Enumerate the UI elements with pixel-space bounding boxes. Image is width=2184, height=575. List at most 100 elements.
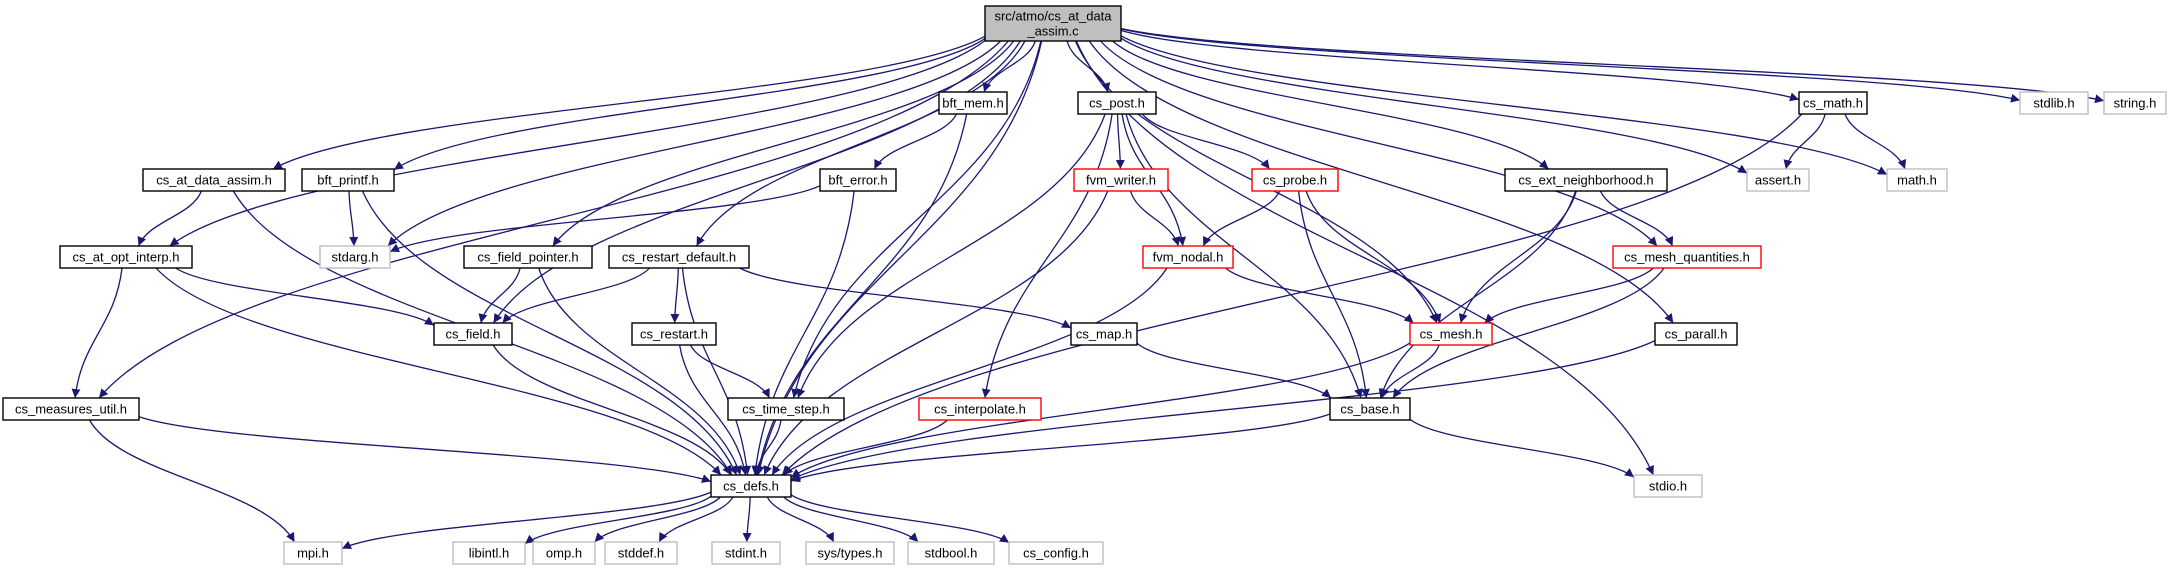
node-box-cs_at_data_assim_h (142, 168, 286, 192)
edge-cs_post-to-cs_time_step (796, 113, 1106, 399)
edge-root-to-cs_mesh_quantities (1100, 40, 1658, 247)
node-label-stdint: stdint.h (725, 546, 767, 561)
node-assert: assert.h (1746, 168, 1810, 192)
node-cs_base[interactable]: cs_base.h (1329, 397, 1411, 421)
node-bft_mem[interactable]: bft_mem.h (938, 91, 1008, 115)
edge-cs_defs-to-mpi (341, 491, 712, 550)
edge-root-to-cs_measures_util (98, 40, 1009, 399)
node-sys_types: sys/types.h (805, 541, 895, 565)
node-cs_field_pointer[interactable]: cs_field_pointer.h (463, 245, 593, 269)
node-box-cs_ext_neighborhood (1504, 168, 1668, 192)
node-root[interactable]: src/atmo/cs_at_data_assim.c (984, 5, 1122, 42)
edge-cs_math-to-assert (1783, 113, 1826, 170)
node-box-stdbool (907, 541, 995, 565)
node-cs_probe[interactable]: cs_probe.h (1251, 168, 1339, 192)
node-cs_field[interactable]: cs_field.h (433, 322, 513, 346)
node-label-cs_base: cs_base.h (1340, 402, 1399, 417)
edge-root-to-cs_math (1120, 29, 1800, 102)
edge-root-to-stdio (1075, 40, 1654, 476)
node-cs_parall[interactable]: cs_parall.h (1654, 322, 1738, 346)
node-box-stdint (711, 541, 781, 565)
node-cs_measures_util[interactable]: cs_measures_util.h (2, 397, 140, 421)
node-math: math.h (1886, 168, 1948, 192)
node-cs_at_opt_interp[interactable]: cs_at_opt_interp.h (59, 245, 193, 269)
node-label-mpi: mpi.h (297, 546, 329, 561)
node-cs_math[interactable]: cs_math.h (1798, 91, 1868, 115)
node-label-cs_ext_neighborhood: cs_ext_neighborhood.h (1518, 173, 1653, 188)
node-cs_post[interactable]: cs_post.h (1077, 91, 1157, 115)
node-fvm_nodal[interactable]: fvm_nodal.h (1142, 245, 1234, 269)
edge-cs_probe-to-cs_mesh (1305, 190, 1442, 324)
nodes: src/atmo/cs_at_data_assim.c bft_mem.h cs_p… (2, 5, 2167, 565)
edge-cs_mesh-to-cs_defs (790, 342, 1411, 478)
node-box-cs_at_opt_interp (59, 245, 193, 269)
node-cs_restart_default[interactable]: cs_restart_default.h (608, 245, 750, 269)
node-label-stddef: stddef.h (618, 546, 664, 561)
node-label-bft_error: bft_error.h (828, 173, 887, 188)
edge-root-to-math (1120, 35, 1888, 176)
node-box-cs_mesh_quantities (1612, 245, 1762, 269)
edge-cs_at_opt_interp-to-cs_field (175, 267, 435, 326)
node-box-cs_field (433, 322, 513, 346)
node-label-stdarg: stdarg.h (332, 250, 379, 265)
node-box-bft_mem (938, 91, 1008, 115)
edge-cs_field_pointer-to-cs_field (478, 267, 521, 324)
edge-root-to-cs_field_pointer (552, 40, 1015, 247)
node-label-fvm_nodal: fvm_nodal.h (1153, 250, 1224, 265)
node-cs_time_step[interactable]: cs_time_step.h (727, 397, 845, 421)
node-box-stdlib (2019, 91, 2089, 115)
node-bft_error[interactable]: bft_error.h (819, 168, 897, 192)
node-label-cs_restart: cs_restart.h (640, 327, 708, 342)
node-fvm_writer[interactable]: fvm_writer.h (1073, 168, 1169, 192)
edge-cs_ext_neighborhood-to-cs_mesh (1458, 190, 1577, 324)
edge-root-to-cs_time_step (791, 40, 1042, 399)
edge-root-to-stdlib (1120, 28, 2021, 103)
edge-bft_printf-to-cs_defs (361, 190, 738, 476)
node-cs_restart[interactable]: cs_restart.h (631, 322, 717, 346)
edge-root-to-cs_field (492, 40, 1021, 324)
node-box-cs_measures_util (2, 397, 140, 421)
node-box-stdio (1633, 474, 1703, 498)
node-stdlib: stdlib.h (2019, 91, 2089, 115)
node-box-root (984, 5, 1122, 42)
edge-cs_defs-to-stdint (742, 496, 752, 543)
edge-cs_defs-to-libintl (524, 495, 712, 545)
node-box-fvm_nodal (1142, 245, 1234, 269)
node-label-cs_field: cs_field.h (446, 327, 501, 342)
edge-root-to-cs_ext_neighborhood (1112, 40, 1549, 170)
edge-cs_defs-to-omp (594, 496, 721, 543)
node-label-bft_mem: bft_mem.h (942, 96, 1003, 111)
node-box-cs_parall (1654, 322, 1738, 346)
node-label-cs_parall: cs_parall.h (1665, 327, 1728, 342)
edge-cs_map-to-cs_base (1136, 342, 1332, 399)
node-cs_map[interactable]: cs_map.h (1070, 322, 1138, 346)
edge-cs_measures_util-to-cs_defs (138, 416, 712, 483)
edge-bft_mem-to-bft_error (873, 113, 958, 170)
node-box-mpi (283, 541, 343, 565)
edge-cs_math-to-cs_defs (781, 113, 1803, 476)
node-label-cs_interpolate: cs_interpolate.h (934, 402, 1026, 417)
node-cs_ext_neighborhood[interactable]: cs_ext_neighborhood.h (1504, 168, 1668, 192)
node-label-stdio: stdio.h (1649, 479, 1687, 494)
node-label-cs_at_data_assim_h: cs_at_data_assim.h (156, 173, 272, 188)
node-cs_mesh[interactable]: cs_mesh.h (1409, 322, 1493, 346)
node-cs_at_data_assim_h[interactable]: cs_at_data_assim.h (142, 168, 286, 192)
node-box-cs_mesh (1409, 322, 1493, 346)
node-label-stdbool: stdbool.h (925, 546, 978, 561)
edge-cs_mesh-to-cs_base (1380, 344, 1440, 399)
node-box-cs_post (1077, 91, 1157, 115)
node-cs_mesh_quantities[interactable]: cs_mesh_quantities.h (1612, 245, 1762, 269)
edge-cs_restart_default-to-cs_defs (681, 267, 752, 476)
node-label-cs_post: cs_post.h (1089, 96, 1145, 111)
edge-cs_base-to-cs_defs (790, 413, 1331, 483)
node-cs_defs[interactable]: cs_defs.h (710, 474, 792, 498)
node-libintl: libintl.h (452, 541, 526, 565)
node-bft_printf[interactable]: bft_printf.h (301, 168, 395, 192)
edge-cs_field-to-cs_defs (492, 344, 732, 476)
edge-cs_mesh_quantities-to-cs_base (1392, 267, 1665, 399)
edge-cs_probe-to-cs_base (1297, 190, 1370, 399)
edge-cs_parall-to-cs_defs (790, 340, 1656, 481)
edge-bft_printf-to-stdarg (348, 190, 359, 247)
node-cs_interpolate[interactable]: cs_interpolate.h (918, 397, 1042, 421)
node-stdarg: stdarg.h (319, 245, 391, 269)
